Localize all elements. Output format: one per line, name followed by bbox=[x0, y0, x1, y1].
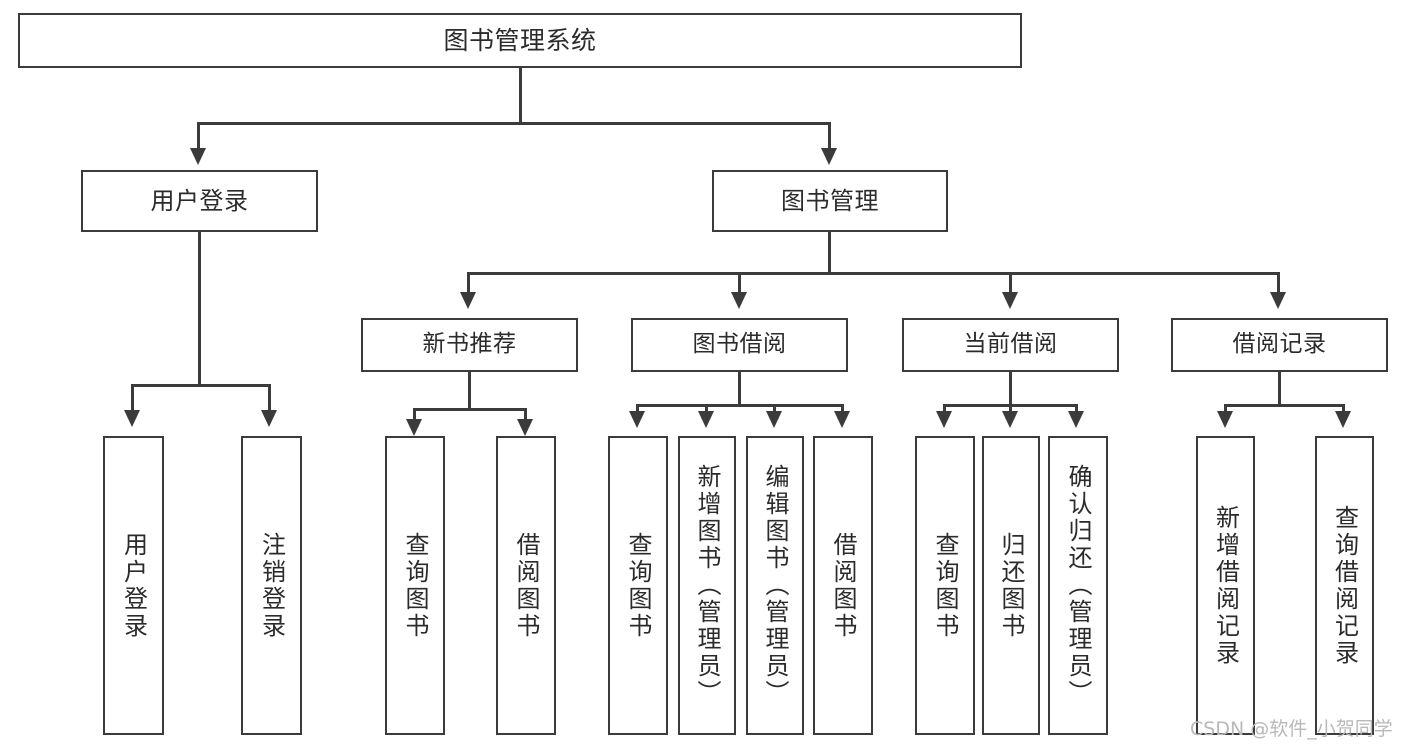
connector-user-login-stem bbox=[198, 232, 201, 384]
connector-br-bus bbox=[1224, 404, 1345, 407]
arrow-br-leaf-1 bbox=[1217, 411, 1233, 428]
connector-cb-stem bbox=[1009, 372, 1012, 404]
node-leaf-query-book-1-label: 查询图书 bbox=[401, 531, 429, 640]
connector-br-drop-2 bbox=[1342, 404, 1345, 414]
arrow-user-login-leaf-1 bbox=[124, 410, 140, 427]
arrow-bm-borrow-record bbox=[1270, 292, 1286, 309]
arrow-br-leaf-2 bbox=[1335, 411, 1351, 428]
node-new-book-recommend-label: 新书推荐 bbox=[422, 331, 517, 358]
connector-bm-drop-4 bbox=[1277, 272, 1280, 294]
node-book-borrow-label: 图书借阅 bbox=[692, 331, 787, 358]
arrow-user-login-leaf-2 bbox=[261, 410, 277, 427]
connector-nbr-stem bbox=[468, 372, 471, 408]
node-leaf-edit-book-label: 编辑图书（管理员） bbox=[761, 464, 789, 707]
node-leaf-confirm-return[interactable]: 确认归还（管理员） bbox=[1048, 436, 1108, 735]
node-book-borrow[interactable]: 图书借阅 bbox=[631, 318, 848, 372]
arrow-root-to-book-management bbox=[821, 148, 837, 165]
node-new-book-recommend[interactable]: 新书推荐 bbox=[361, 318, 578, 372]
arrow-cb-leaf-3 bbox=[1068, 411, 1084, 428]
connector-nbr-drop-1 bbox=[413, 408, 416, 422]
node-user-login-label: 用户登录 bbox=[150, 186, 249, 215]
arrow-cb-leaf-1 bbox=[936, 411, 952, 428]
node-leaf-user-login-label: 用户登录 bbox=[119, 531, 148, 640]
connector-bm-drop-1 bbox=[467, 272, 470, 294]
arrow-cb-leaf-2 bbox=[1002, 411, 1018, 428]
connector-user-login-bus bbox=[131, 384, 270, 387]
connector-bb-drop-1 bbox=[636, 404, 639, 414]
node-current-borrow-label: 当前借阅 bbox=[963, 331, 1058, 358]
node-current-borrow[interactable]: 当前借阅 bbox=[902, 318, 1119, 372]
node-user-login[interactable]: 用户登录 bbox=[81, 170, 318, 232]
connector-cb-drop-1 bbox=[943, 404, 946, 414]
connector-user-login-drop-2 bbox=[268, 384, 271, 412]
node-leaf-logout-login[interactable]: 注销登录 bbox=[241, 436, 302, 735]
connector-br-drop-1 bbox=[1224, 404, 1227, 414]
node-leaf-borrow-book-1-label: 借阅图书 bbox=[512, 531, 540, 640]
node-leaf-borrow-book-1[interactable]: 借阅图书 bbox=[496, 436, 556, 735]
connector-bb-drop-2 bbox=[705, 404, 708, 414]
arrow-bb-leaf-1 bbox=[629, 411, 645, 428]
arrow-bm-current-borrow bbox=[1002, 292, 1018, 309]
connector-root-bus bbox=[197, 122, 831, 125]
arrow-root-to-user-login bbox=[190, 148, 206, 165]
connector-bb-bus bbox=[636, 404, 844, 407]
node-borrow-record-label: 借阅记录 bbox=[1232, 331, 1327, 358]
node-leaf-query-book-1[interactable]: 查询图书 bbox=[385, 436, 445, 735]
node-leaf-return-book-label: 归还图书 bbox=[997, 531, 1025, 640]
arrow-bb-leaf-2 bbox=[698, 411, 714, 428]
connector-cb-drop-2 bbox=[1009, 404, 1012, 414]
node-leaf-return-book[interactable]: 归还图书 bbox=[982, 436, 1040, 735]
node-leaf-logout-login-label: 注销登录 bbox=[257, 531, 286, 640]
connector-root-stem bbox=[519, 68, 522, 122]
connector-nbr-drop-2 bbox=[524, 408, 527, 422]
node-leaf-query-record[interactable]: 查询借阅记录 bbox=[1315, 436, 1374, 735]
node-leaf-add-record-label: 新增借阅记录 bbox=[1211, 504, 1240, 667]
node-leaf-query-book-3-label: 查询图书 bbox=[931, 531, 959, 640]
arrow-bb-leaf-3 bbox=[766, 411, 782, 428]
connector-book-management-bus bbox=[467, 272, 1280, 275]
csdn-watermark: CSDN @软件_小贺同学 bbox=[1190, 718, 1393, 740]
node-leaf-query-record-label: 查询借阅记录 bbox=[1330, 504, 1359, 667]
node-leaf-borrow-book-2[interactable]: 借阅图书 bbox=[813, 436, 873, 735]
connector-root-to-user-login bbox=[197, 122, 200, 150]
connector-nbr-bus bbox=[413, 408, 527, 411]
connector-bm-drop-3 bbox=[1009, 272, 1012, 294]
arrow-bm-new-book-recommend bbox=[460, 292, 476, 309]
node-leaf-edit-book[interactable]: 编辑图书（管理员） bbox=[746, 436, 804, 735]
connector-bb-drop-3 bbox=[773, 404, 776, 414]
node-leaf-user-login[interactable]: 用户登录 bbox=[103, 436, 164, 735]
node-leaf-query-book-2-label: 查询图书 bbox=[624, 531, 652, 640]
node-leaf-add-book[interactable]: 新增图书（管理员） bbox=[678, 436, 736, 735]
node-leaf-add-record[interactable]: 新增借阅记录 bbox=[1196, 436, 1255, 735]
node-leaf-query-book-2[interactable]: 查询图书 bbox=[608, 436, 668, 735]
connector-bm-drop-2 bbox=[738, 272, 741, 294]
node-leaf-borrow-book-2-label: 借阅图书 bbox=[829, 531, 857, 640]
node-root-label: 图书管理系统 bbox=[443, 25, 597, 55]
connector-root-to-book-management bbox=[828, 122, 831, 150]
connector-bb-drop-4 bbox=[841, 404, 844, 414]
node-borrow-record[interactable]: 借阅记录 bbox=[1171, 318, 1388, 372]
node-leaf-add-book-label: 新增图书（管理员） bbox=[693, 464, 721, 707]
arrow-nbr-leaf-1 bbox=[406, 419, 422, 436]
connector-book-management-stem bbox=[828, 232, 831, 272]
node-leaf-query-book-3[interactable]: 查询图书 bbox=[915, 436, 975, 735]
node-leaf-confirm-return-label: 确认归还（管理员） bbox=[1064, 464, 1092, 707]
node-root[interactable]: 图书管理系统 bbox=[18, 13, 1022, 68]
connector-bb-stem bbox=[738, 372, 741, 404]
arrow-bm-book-borrow bbox=[731, 292, 747, 309]
arrow-nbr-leaf-2 bbox=[517, 419, 533, 436]
connector-br-stem bbox=[1278, 372, 1281, 404]
node-book-management-label: 图书管理 bbox=[781, 186, 879, 215]
arrow-bb-leaf-4 bbox=[834, 411, 850, 428]
node-book-management[interactable]: 图书管理 bbox=[712, 170, 948, 232]
connector-cb-drop-3 bbox=[1075, 404, 1078, 414]
connector-user-login-drop-1 bbox=[131, 384, 134, 412]
